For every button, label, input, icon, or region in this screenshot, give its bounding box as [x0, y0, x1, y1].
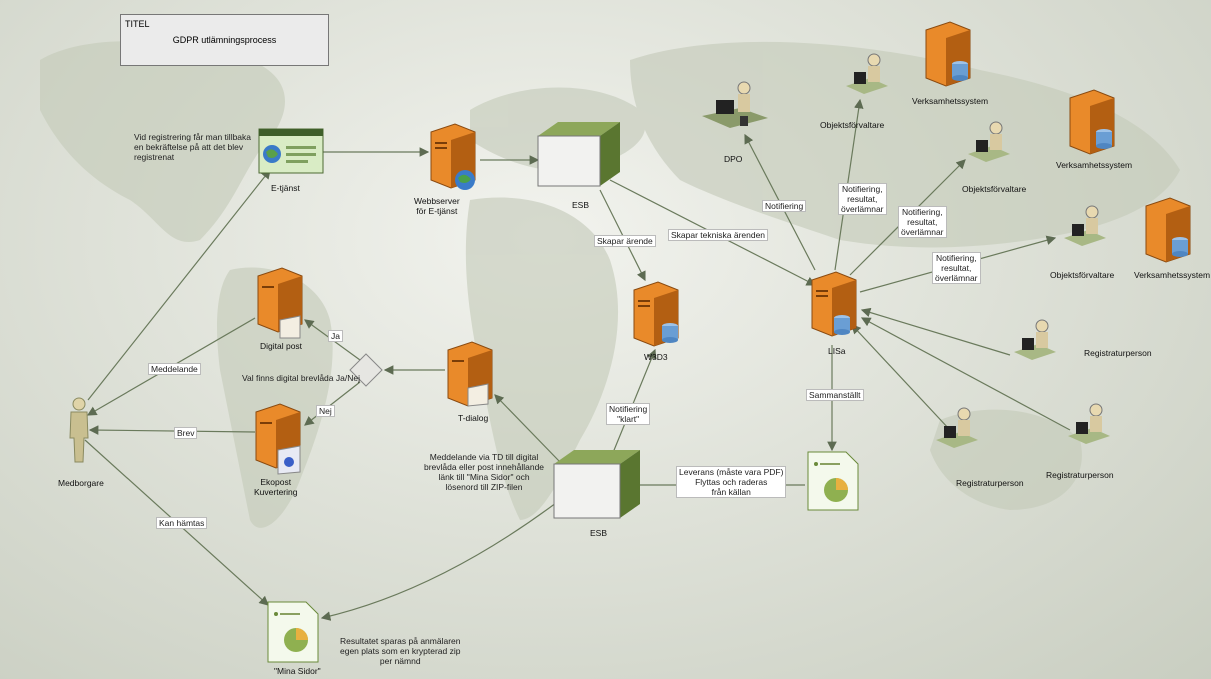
registration-note: Vid registrering får man tillbaka en bek… — [134, 132, 252, 162]
w3d3-label: W3D3 — [644, 352, 668, 362]
mina-sidor-document-icon — [267, 601, 319, 663]
verksamhet1-label: Verksamhetssystem — [912, 96, 989, 106]
edge-label-kan-hamtas: Kan hämtas — [156, 517, 208, 529]
ekopost-label: Ekopost Kuvertering — [254, 477, 298, 497]
medborgare-label: Medborgare — [58, 478, 104, 488]
title-box-label: TITEL — [125, 19, 150, 29]
esb-top-label: ESB — [572, 200, 590, 210]
objekt1-label: Objektsförvaltare — [820, 120, 885, 130]
result-note: Resultatet sparas på anmälaren egen plat… — [340, 636, 461, 666]
workstation-person-icon — [1014, 319, 1056, 360]
workstation-person-icon — [936, 407, 978, 448]
registrator1-label: Registraturperson — [1084, 348, 1152, 358]
workstation-person-icon — [702, 81, 768, 128]
edge-reg3-lisa — [860, 317, 1071, 431]
verksamhet3-label: Verksamhetssystem — [1134, 270, 1211, 280]
workstation-person-icon — [968, 121, 1010, 162]
decision-diamond — [349, 353, 383, 387]
dpo-label: DPO — [724, 154, 743, 164]
edge-label-notif-obj1: Notifiering, resultat, överlämnar — [838, 183, 887, 215]
browser-window-icon — [258, 128, 324, 174]
edge-label-notif-obj3: Notifiering, resultat, överlämnar — [932, 252, 981, 284]
edge-label-skapar-arende: Skapar ärende — [594, 235, 656, 247]
edge-label-notif-obj2: Notifiering, resultat, överlämnar — [898, 206, 947, 238]
mina-sidor-label: "Mina Sidor" — [274, 666, 321, 676]
digital-post-label: Digital post — [260, 341, 303, 351]
database-server-icon — [1069, 89, 1115, 155]
workstation-person-icon — [1068, 403, 1110, 444]
title-box: TITEL GDPR utlämningsprocess — [120, 14, 329, 66]
registrator2-label: Registraturperson — [956, 478, 1024, 488]
objekt3-label: Objektsförvaltare — [1050, 270, 1115, 280]
tdialog-server-icon — [447, 341, 493, 407]
edge-label-ja: Ja — [328, 330, 343, 342]
edge-esb-minasidor — [320, 499, 561, 621]
lisa-server-icon — [811, 271, 857, 337]
edge-reg1-lisa — [860, 307, 1011, 356]
decision-label: Val finns digital brevlåda Ja/Nej — [242, 373, 360, 383]
edge-label-nej: Nej — [316, 405, 335, 417]
lisa-label: LISa — [828, 346, 846, 356]
edge-label-leverans: Leverans (måste vara PDF) Flyttas och ra… — [676, 466, 787, 498]
edge-decision-ekopost — [304, 381, 361, 426]
diagram-title: GDPR utlämningsprocess — [172, 35, 277, 45]
edge-reg2-lisa — [851, 324, 951, 431]
person-icon — [69, 397, 89, 463]
webserver-label: Webbserver för E-tjänst — [414, 196, 460, 216]
esb-box-icon-bottom — [553, 450, 640, 519]
edge-ekopost-medborgare — [88, 425, 256, 435]
database-server-icon — [925, 21, 971, 87]
ekopost-server-icon — [255, 403, 301, 475]
workstation-person-icon — [846, 53, 888, 94]
verksamhet2-label: Verksamhetssystem — [1056, 160, 1133, 170]
database-server-icon — [633, 281, 679, 347]
edge-label-meddelande: Meddelande — [148, 363, 201, 375]
workstation-person-icon — [1064, 205, 1106, 246]
objekt2-label: Objektsförvaltare — [962, 184, 1027, 194]
edge-label-notifiering: Notifiering — [762, 200, 807, 212]
tdialog-label: T-dialog — [458, 413, 489, 423]
edge-label-skapar-tekniska: Skapar tekniska ärenden — [668, 229, 769, 241]
mail-server-icon — [257, 267, 303, 339]
edge-esb-tdialog — [494, 394, 561, 463]
report-document-icon — [807, 451, 859, 511]
td-message-note: Meddelande via TD till digital brevlåda … — [424, 452, 545, 492]
database-server-icon — [1145, 197, 1191, 263]
registrator3-label: Registraturperson — [1046, 470, 1114, 480]
edge-label-notif-klart: Notifiering "klart" — [606, 403, 651, 425]
eservice-label: E-tjänst — [271, 183, 300, 193]
esb-bottom-label: ESB — [590, 528, 608, 538]
esb-box-icon — [537, 122, 620, 187]
edge-label-brev: Brev — [174, 427, 198, 439]
server-icon — [430, 123, 476, 190]
edge-medborgare-eservice — [87, 169, 271, 401]
edge-label-sammanstallt: Sammanställt — [806, 389, 864, 401]
